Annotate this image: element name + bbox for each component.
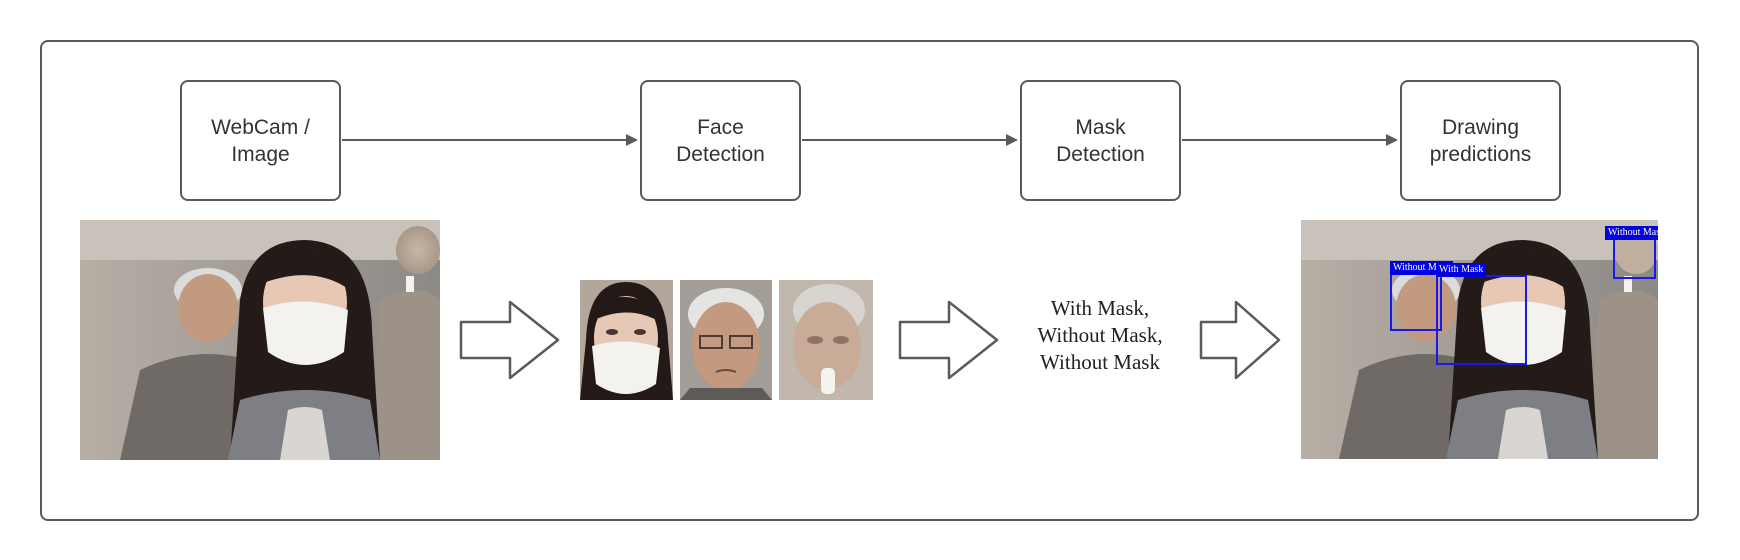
detection-box-far-face: [1613, 235, 1656, 279]
pipeline-frame: [40, 40, 1699, 521]
block-arrow-2: [898, 300, 999, 380]
face-crop-2: [680, 280, 772, 400]
mask-result-2: Without Mask,: [1037, 323, 1163, 347]
face-crop-3: [779, 280, 873, 400]
output-photo: Without Mask Without Mask With Mask: [1301, 220, 1658, 459]
mask-results: With Mask, Without Mask, Without Mask: [1020, 295, 1180, 376]
step-drawing-predictions: Drawing predictions: [1400, 80, 1561, 201]
block-arrow-1: [459, 300, 560, 380]
detection-box-center-face: [1436, 275, 1527, 365]
step-webcam-image: WebCam / Image: [180, 80, 341, 201]
detection-label-far-face: Without Mask: [1605, 226, 1658, 240]
step-face-detection: Face Detection: [640, 80, 801, 201]
face-crop-1: [580, 280, 673, 400]
mask-result-3: Without Mask: [1040, 350, 1160, 374]
mask-result-1: With Mask,: [1050, 296, 1150, 320]
block-arrow-3: [1199, 300, 1281, 380]
input-photo: [80, 220, 440, 460]
detection-label-center-face: With Mask: [1436, 263, 1487, 277]
step-mask-detection: Mask Detection: [1020, 80, 1181, 201]
